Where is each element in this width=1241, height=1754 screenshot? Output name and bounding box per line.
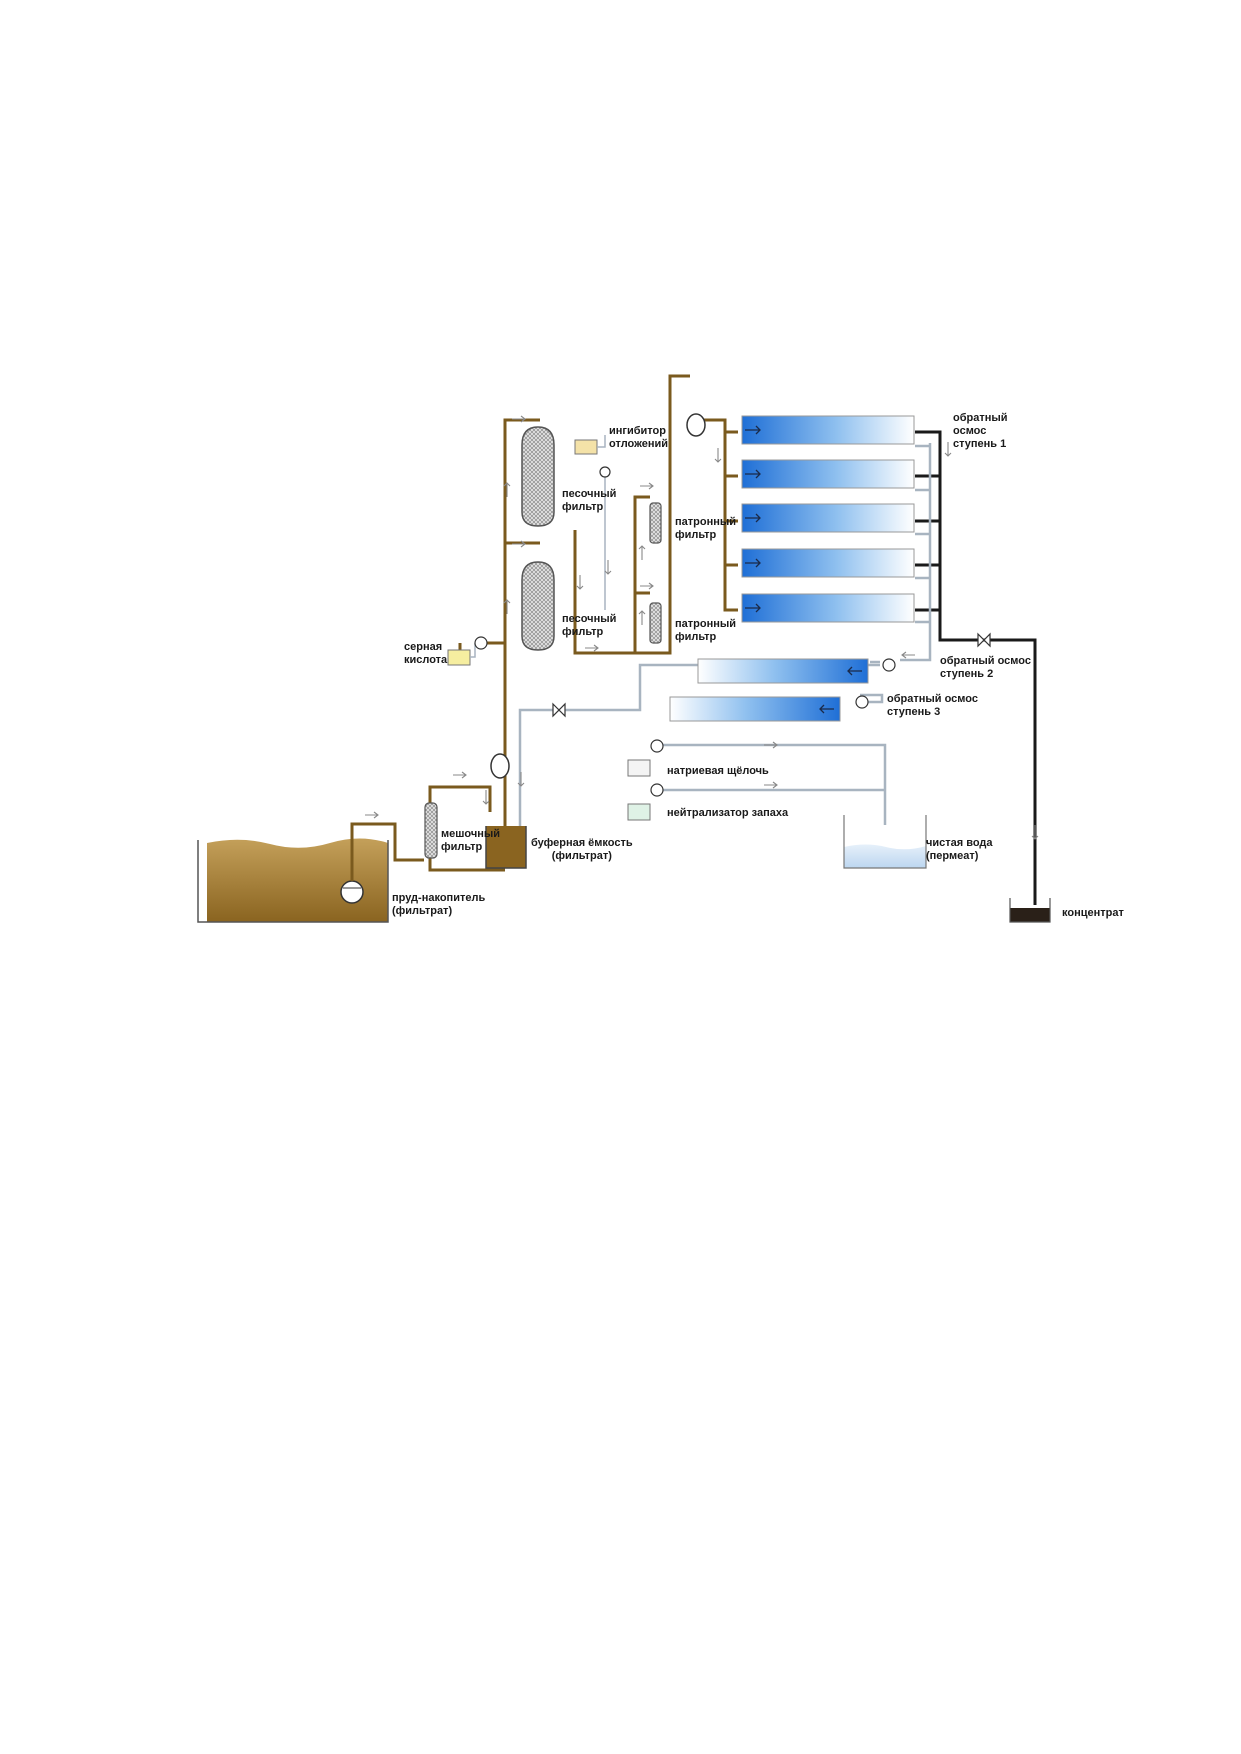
- naoh-dosing: [627, 739, 664, 777]
- clean-water-tank: [843, 815, 927, 869]
- sand-filter-1: [521, 426, 555, 527]
- permeate-pipes: [518, 443, 932, 850]
- pond: [197, 838, 389, 923]
- bag-filter: [424, 802, 438, 859]
- label-buffer-tank: буферная ёмкость (фильтрат): [531, 837, 633, 862]
- label-cartridge-filter-2: патронный фильтр: [675, 618, 737, 643]
- label-odor-neutralizer: нейтрализатор запаха: [667, 807, 789, 819]
- label-sodium-hydroxide: натриевая щёлочь: [667, 765, 769, 777]
- buffer-tank: [485, 826, 527, 869]
- valves: [552, 632, 991, 718]
- ro-stage-1-modules: [741, 415, 915, 623]
- label-sand-filter-1: песочный фильтр: [562, 488, 617, 513]
- concentrate-tank: [1009, 898, 1051, 923]
- leachate-pipes: [350, 374, 738, 881]
- ro-stage-2-module: [697, 658, 896, 684]
- label-inhibitor: ингибитор отложений: [609, 425, 669, 450]
- label-concentrate: концентрат: [1062, 907, 1124, 919]
- label-sulfuric-acid: серная кислота: [404, 641, 448, 666]
- odor-dosing: [627, 783, 664, 821]
- label-bag-filter: мешочный фильтр: [441, 828, 501, 853]
- label-pond: пруд-накопитель (фильтрат): [392, 892, 486, 917]
- buffer-pump: [490, 753, 510, 779]
- inhibitor-dosing: [574, 435, 611, 610]
- cartridge-filter-2: [649, 602, 662, 644]
- label-ro-stage-1: обратный осмос ступень 1: [953, 412, 1008, 450]
- acid-dosing: [447, 636, 488, 666]
- concentrate-pipe: [915, 430, 1037, 905]
- label-clean-water: чистая вода (пермеат): [926, 837, 993, 862]
- ro-feed-pump: [686, 413, 706, 437]
- label-ro-stage-2: обратный осмос ступень 2: [940, 655, 1031, 680]
- cartridge-filter-1: [649, 502, 662, 544]
- pond-pump: [340, 880, 364, 904]
- label-cartridge-filter-1: патронный фильтр: [675, 516, 737, 541]
- ro-stage-3-module: [669, 695, 869, 722]
- flow-arrows: [365, 415, 1039, 840]
- label-sand-filter-2: песочный фильтр: [562, 613, 617, 638]
- sand-filter-2: [521, 561, 555, 651]
- label-ro-stage-3: обратный осмос ступень 3: [887, 693, 978, 718]
